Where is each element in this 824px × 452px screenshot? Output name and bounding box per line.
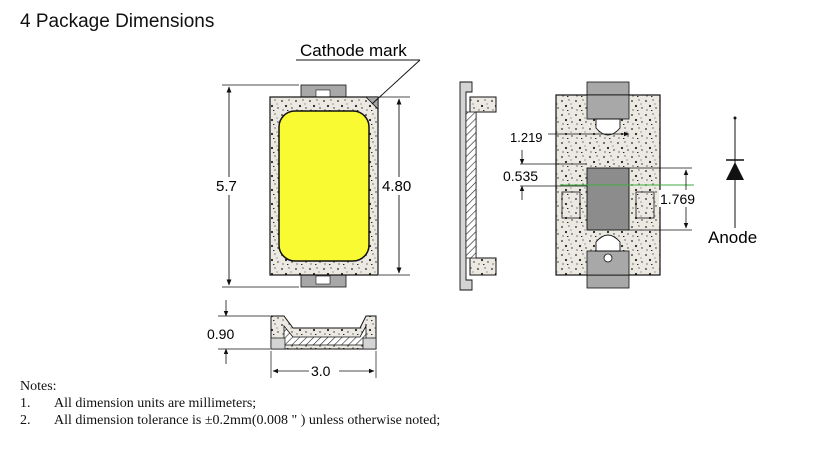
center-thermal-pad (586, 167, 630, 231)
top-view (269, 84, 379, 288)
thickness-label: 0.90 (207, 326, 234, 342)
height-total-label: 5.7 (216, 178, 237, 195)
note-number: 1. (20, 396, 31, 411)
front-view (270, 315, 377, 350)
notes-block: Notes: 1. All dimension units are millime… (20, 378, 440, 429)
cathode-mark-notch (365, 96, 379, 110)
height-inner-label: 4.80 (382, 178, 411, 195)
cathode-leader-line (371, 59, 421, 105)
note-number: 2. (20, 413, 31, 428)
width-label: 3.0 (311, 363, 331, 379)
note-item: 2. All dimension tolerance is ±0.2mm(0.00… (20, 412, 440, 429)
led-emitting-area (278, 110, 370, 262)
diode-symbol (726, 116, 744, 228)
side-view (459, 81, 497, 291)
bottom-dim-b-label: 0.535 (503, 168, 538, 184)
bottom-dim-c-label: 1.769 (660, 191, 695, 207)
cathode-mark-label: Cathode mark (300, 41, 407, 60)
section-heading: 4 Package Dimensions (20, 11, 215, 32)
bottom-view (555, 81, 694, 289)
notes-title: Notes: (20, 379, 57, 394)
bottom-dim-a-label: 1.219 (510, 130, 543, 145)
note-item: 1. All dimension units are millimeters; (20, 395, 440, 412)
note-text: All dimension tolerance is ±0.2mm(0.008 … (54, 413, 441, 428)
note-text: All dimension units are millimeters; (54, 396, 257, 411)
anode-label: Anode (708, 228, 757, 247)
